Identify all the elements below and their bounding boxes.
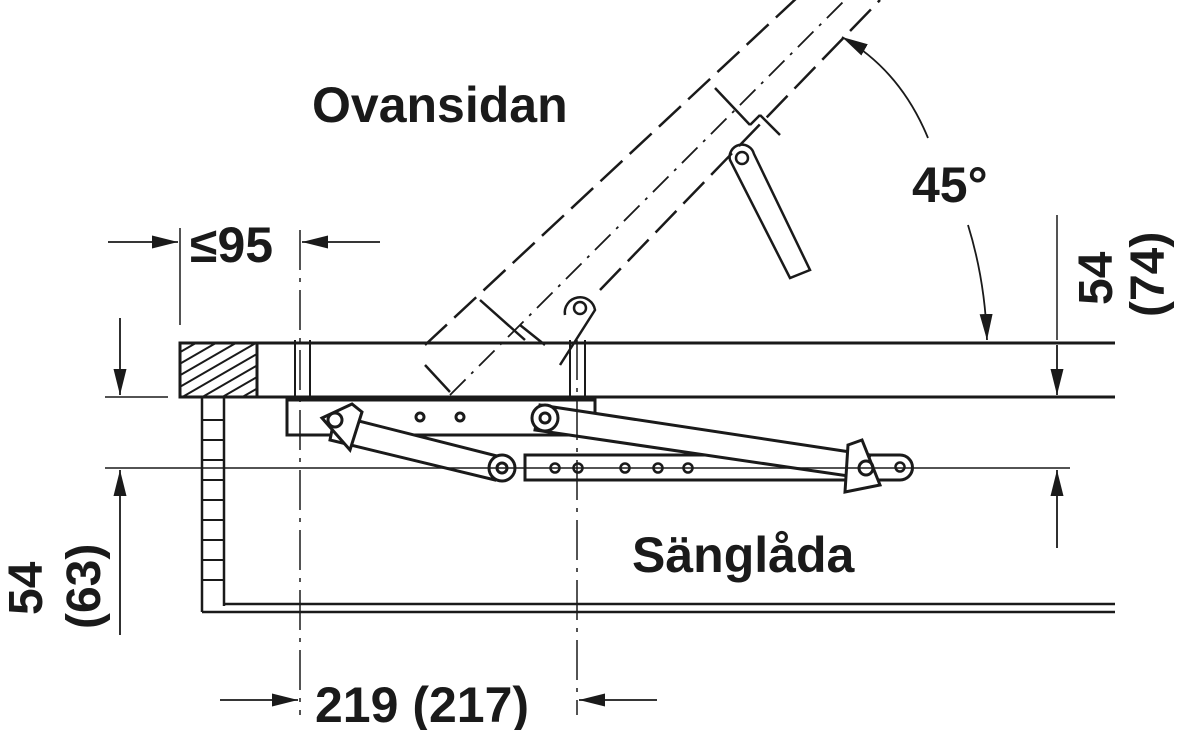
wood-section-hatch: [178, 341, 259, 399]
bed-box-side: [200, 397, 1115, 614]
reference-lines: [105, 215, 1070, 715]
label-left-height: 54: [0, 561, 53, 615]
label-angle: 45°: [912, 157, 988, 213]
label-top-side: Ovansidan: [312, 77, 568, 133]
label-right-height-alt: (74): [1122, 232, 1175, 317]
label-left-height-alt: (63): [58, 544, 111, 629]
label-max-offset: ≤95: [190, 217, 273, 273]
lift-mechanism: [285, 340, 914, 494]
bed-top-board: [178, 341, 1115, 399]
dimension-arrows: [108, 36, 1064, 707]
label-bed-box: Sänglåda: [632, 527, 855, 583]
label-right-height: 54: [1070, 251, 1123, 305]
open-lid: [424, 0, 881, 396]
label-bottom-width: 219 (217): [315, 677, 529, 730]
